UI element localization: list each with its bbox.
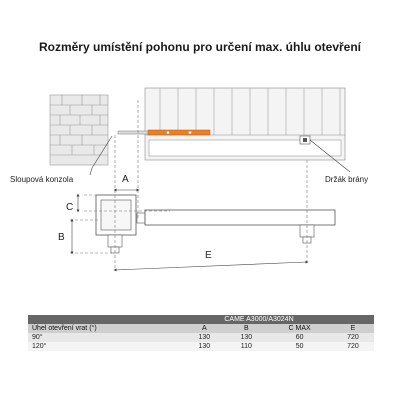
operator-arm bbox=[136, 209, 336, 244]
table-cell: 90° bbox=[28, 333, 184, 342]
brick-pillar bbox=[49, 94, 109, 166]
table-cell: 130 bbox=[183, 333, 226, 342]
table-header-a: A bbox=[183, 324, 226, 333]
label-gate-bracket: Držák brány bbox=[325, 175, 368, 184]
table-cell: 60 bbox=[267, 333, 332, 342]
column-bracket bbox=[95, 194, 137, 254]
dimension-lines bbox=[70, 188, 309, 272]
leader-lines bbox=[89, 135, 351, 176]
label-dim-a: A bbox=[122, 174, 129, 185]
gate-panel bbox=[144, 87, 346, 161]
center-lines bbox=[70, 100, 308, 270]
table-cell: 130 bbox=[183, 342, 226, 351]
label-dim-c: C bbox=[66, 202, 73, 213]
table-model-row: CAME A3000/A3024N bbox=[28, 315, 374, 324]
table-header-c-max: C MAX bbox=[267, 324, 332, 333]
diagram-title: Rozměry umístění pohonu pro určení max. … bbox=[38, 40, 362, 54]
table-header-row: Úhel otevření vrat (°) A B C MAX E bbox=[28, 324, 374, 333]
table-cell: 120° bbox=[28, 342, 184, 351]
table-row: 90° 130 130 60 720 bbox=[28, 333, 374, 342]
table-cell: 110 bbox=[225, 342, 268, 351]
table-cell: 720 bbox=[331, 333, 374, 342]
table-cell: 720 bbox=[331, 342, 374, 351]
table-header-b: B bbox=[225, 324, 268, 333]
table-row: 120° 130 110 50 720 bbox=[28, 342, 374, 351]
table-cell: 130 bbox=[225, 333, 268, 342]
spec-table: CAME A3000/A3024N Úhel otevření vrat (°)… bbox=[28, 315, 374, 351]
label-dim-b: B bbox=[58, 232, 65, 243]
table-model: CAME A3000/A3024N bbox=[28, 315, 374, 324]
installation-diagram: Sloupová konzola Držák brány A C B E bbox=[10, 87, 368, 272]
table-header-angle: Úhel otevření vrat (°) bbox=[28, 324, 184, 333]
label-column-bracket: Sloupová konzola bbox=[10, 175, 74, 184]
table-cell: 50 bbox=[267, 342, 332, 351]
operator-top-view bbox=[117, 129, 311, 145]
table-header-e: E bbox=[331, 324, 374, 333]
label-dim-e: E bbox=[205, 250, 212, 261]
